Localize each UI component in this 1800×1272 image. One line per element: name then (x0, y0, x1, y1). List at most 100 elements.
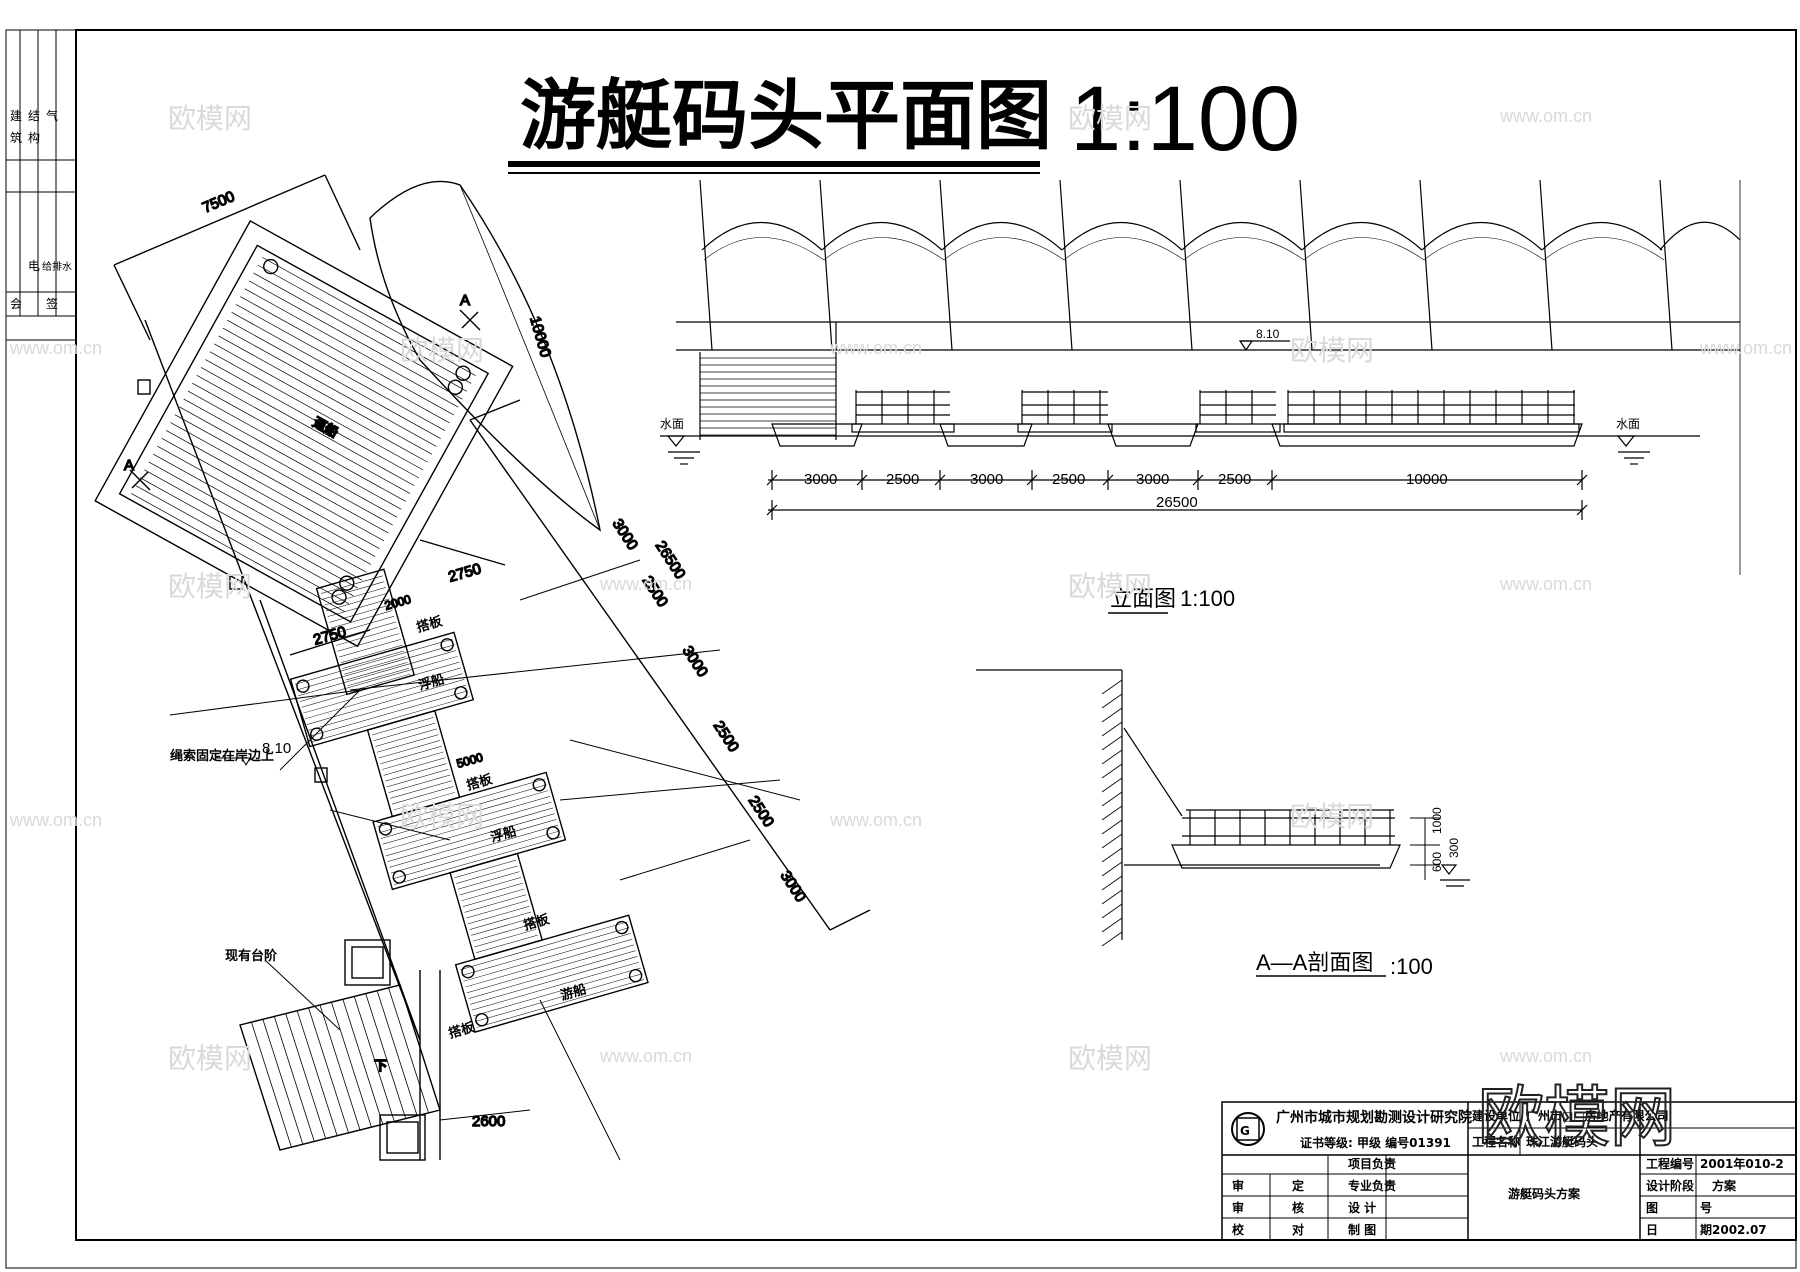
dim-2000-text: 2000 (383, 592, 413, 613)
watermark-9: 欧模网 (168, 1042, 252, 1075)
watermark-6: 欧模网 (1068, 570, 1152, 603)
dim-2500b-text: 2500 (710, 718, 742, 755)
drawing-title: 游艇码头平面图 1:100 (508, 68, 1300, 174)
elev-dim-5: 3000 (1136, 471, 1169, 488)
water-mark-right (1616, 435, 1650, 465)
dim-2750a-text: 2750 (446, 560, 483, 586)
tb-mid-3: 设 计 (1348, 1200, 1376, 1215)
tb-row2-b: 核 (1292, 1200, 1304, 1215)
tb-right-value-2: 方案 (1712, 1178, 1737, 1193)
strip-label-2: 筑 (10, 130, 22, 145)
elevation-boats (771, 390, 1583, 447)
pontoon (289, 631, 475, 748)
gangway-label-3: 搭板 (522, 911, 552, 934)
dim-3000a-text: 3000 (609, 516, 641, 553)
tb-client-label: 建设单位 (1471, 1108, 1520, 1123)
institute-logo-mark: G (1240, 1124, 1250, 1138)
strip-label-4: 构 (28, 130, 40, 145)
watermark-7: 欧模网 (400, 800, 484, 833)
strip-label-1: 建 (10, 109, 22, 123)
watermark-3: 欧模网 (400, 334, 484, 367)
brand-watermark: 欧模网 (1478, 1079, 1676, 1156)
tb-row1-b: 定 (1292, 1178, 1304, 1193)
tb-row1-a: 审 (1232, 1178, 1244, 1193)
plan-level-810: 8.10 (262, 740, 291, 757)
watermark-url-3: www.om.cn (829, 338, 922, 358)
strip-label-8: 会 (10, 297, 22, 311)
strip-label-6: 电 (28, 259, 40, 273)
tb-right-label-4: 日 (1646, 1223, 1658, 1237)
sec-dim-600: 600 (1430, 852, 1444, 872)
water-label-right: 水面 (1616, 417, 1640, 431)
pontoon-big-decking (131, 256, 476, 612)
tb-right-label-2: 设计阶段 (1646, 1178, 1695, 1193)
tb-row3-b: 对 (1292, 1222, 1304, 1237)
elev-dim-3: 3000 (970, 471, 1003, 488)
elevation-caption-scale: 1:100 (1180, 586, 1235, 611)
watermark-url-4: www.om.cn (1699, 338, 1792, 358)
elev-level-810: 8.10 (1256, 327, 1280, 341)
watermark-2: 欧模网 (1068, 102, 1152, 135)
dock-chain (289, 568, 649, 1033)
countersign-labels: 建 筑 结 构 给排水 电 气 会 签 (10, 108, 72, 311)
svg-text:A: A (124, 457, 134, 474)
elevation-caption: 立面图 (1110, 586, 1176, 611)
watermark-url-7: www.om.cn (829, 810, 922, 830)
watermark-url-6: www.om.cn (1499, 574, 1592, 594)
dim-3000b-text: 3000 (679, 643, 711, 680)
dim-10000-text: 10000 (526, 314, 554, 359)
tb-right-label-1: 工程编号 (1646, 1156, 1694, 1171)
dim-3000c-text: 3000 (777, 868, 809, 905)
pontoon-label-2: 浮船 (489, 823, 518, 846)
elev-dim-4: 2500 (1052, 471, 1085, 488)
tb-mid-4: 制 图 (1348, 1222, 1376, 1237)
elev-dim-total: 26500 (1156, 494, 1198, 511)
pontoon-big (94, 219, 514, 648)
sheet-frame (5, 29, 1797, 1269)
elev-dim-2: 2500 (886, 471, 919, 488)
tour-boat-label: 游船 (559, 981, 588, 1004)
gangway-label-2: 搭板 (465, 771, 495, 794)
shoreline-1 (144, 319, 421, 1041)
elev-dim-7: 10000 (1406, 471, 1448, 488)
title-block: G (1221, 1101, 1797, 1241)
pontoon-label-1: 浮船 (417, 671, 446, 694)
level-810-mark (1238, 340, 1290, 352)
elevation-labels: 8.10 水面 水面 3000 2500 3000 2500 3000 2500… (660, 327, 1640, 614)
canopy (699, 179, 1741, 351)
dim-chain-right (469, 399, 871, 931)
title-block-text: 广州市城市规划勘测设计研究院 证书等级: 甲级 编号01391 建设单位 广州市… (1232, 1108, 1784, 1237)
watermark-10: 欧模网 (1068, 1042, 1152, 1075)
rope-note: 绳索固定在岸边上 (170, 748, 274, 764)
tb-row2-a: 审 (1232, 1200, 1244, 1215)
main-title-scale: 1:100 (1070, 68, 1300, 170)
quay-stairs (700, 357, 836, 436)
dim-7500-text: 7500 (200, 188, 237, 217)
dim-7500 (113, 174, 361, 341)
elevation-view (660, 179, 1741, 575)
countersign-strip (6, 30, 76, 341)
elev-dim-6: 2500 (1218, 471, 1251, 488)
plan-labels: 8.10 绳索固定在岸边上 现有台阶 搭板 浮船 搭板 浮船 搭板 游船 搭板 (170, 613, 588, 1042)
tb-mid-2: 专业负责 (1348, 1178, 1396, 1193)
tb-project-value: 珠江游艇码头 (1526, 1134, 1598, 1149)
watermark-url-1: www.om.cn (1499, 106, 1592, 126)
section-marker-a1: A (123, 456, 151, 491)
tb-right-value-1: 2001年010-2 (1700, 1156, 1784, 1171)
watermark-4: 欧模网 (1290, 334, 1374, 367)
section-marker-a2: A (459, 291, 481, 331)
watermark-url-2: www.om.cn (9, 338, 102, 358)
sec-dim-300: 300 (1447, 838, 1461, 858)
section-view (976, 669, 1470, 947)
tb-mid-1: 项目负责 (1348, 1156, 1396, 1171)
plan-view: 趸船 7500 10000 A A (94, 174, 871, 1161)
elev-dim-1: 3000 (804, 471, 837, 488)
dim-2600-text: 2600 (472, 1113, 505, 1130)
existing-steps (239, 939, 441, 1161)
section-labels: 1000 300 600 A—A剖面图 :100 (1256, 807, 1461, 979)
tb-client-value: 广州市□□房地产有限公司 (1526, 1108, 1669, 1123)
watermark-url-9: www.om.cn (599, 1046, 692, 1066)
dim-2500c-text: 2500 (745, 793, 777, 830)
section-caption-scale: :100 (1390, 954, 1433, 979)
